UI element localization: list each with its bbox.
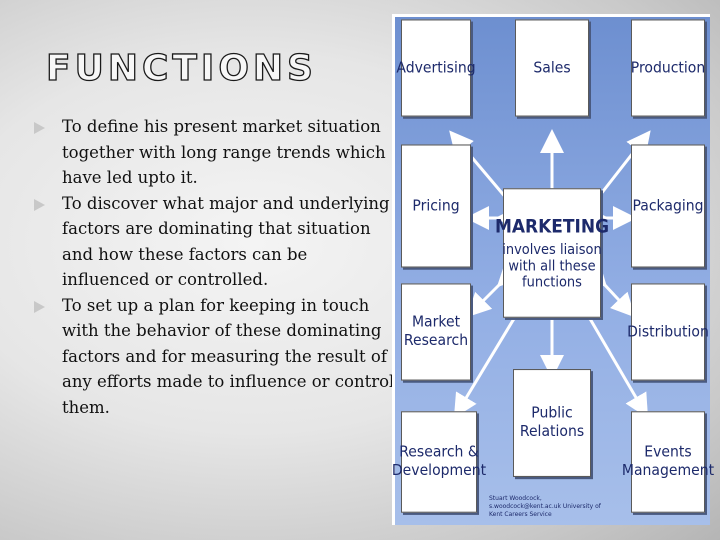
box-production: Production (631, 19, 705, 117)
diagram-credit: Stuart Woodcock, s.woodcock@kent.ac.uk U… (489, 495, 601, 518)
bullet-text: To discover what major and underlying fa… (62, 193, 390, 290)
box-public-relations: Public Relations (513, 369, 591, 477)
arrow-bullet-icon (34, 122, 45, 134)
arrow-events-management (569, 295, 649, 419)
box-packaging: Packaging (631, 144, 705, 268)
bullet-list: To define his present market situation t… (34, 114, 396, 420)
arrow-bullet-icon (34, 198, 45, 211)
bullet-text: To define his present market situation t… (62, 117, 386, 187)
bullet-item: To define his present market situation t… (34, 114, 396, 191)
bullet-text: To set up a plan for keeping in touch wi… (62, 295, 395, 417)
arrow-bullet-icon (34, 300, 45, 313)
bullet-item: To set up a plan for keeping in touch wi… (34, 293, 396, 421)
marketing-functions-diagram: Advertising Sales Production Pricing Pac… (392, 14, 714, 525)
box-marketing-center: MARKETING involves liaison with all these… (495, 188, 609, 318)
slide-title: FUNCTIONS (45, 47, 317, 89)
box-sales: Sales (515, 19, 589, 117)
center-title: MARKETING (494, 216, 610, 238)
box-distribution: Distribution (627, 283, 709, 381)
bullet-item: To discover what major and underlying fa… (34, 191, 396, 293)
box-market-research: Market Research (401, 283, 471, 381)
box-pricing: Pricing (401, 144, 471, 268)
box-advertising: Advertising (396, 19, 476, 117)
arrow-research-development (453, 295, 535, 419)
box-research-development: Research & Development (392, 411, 486, 513)
box-events-management: Events Management (622, 411, 714, 513)
center-subtitle: involves liaison with all these function… (502, 242, 602, 291)
